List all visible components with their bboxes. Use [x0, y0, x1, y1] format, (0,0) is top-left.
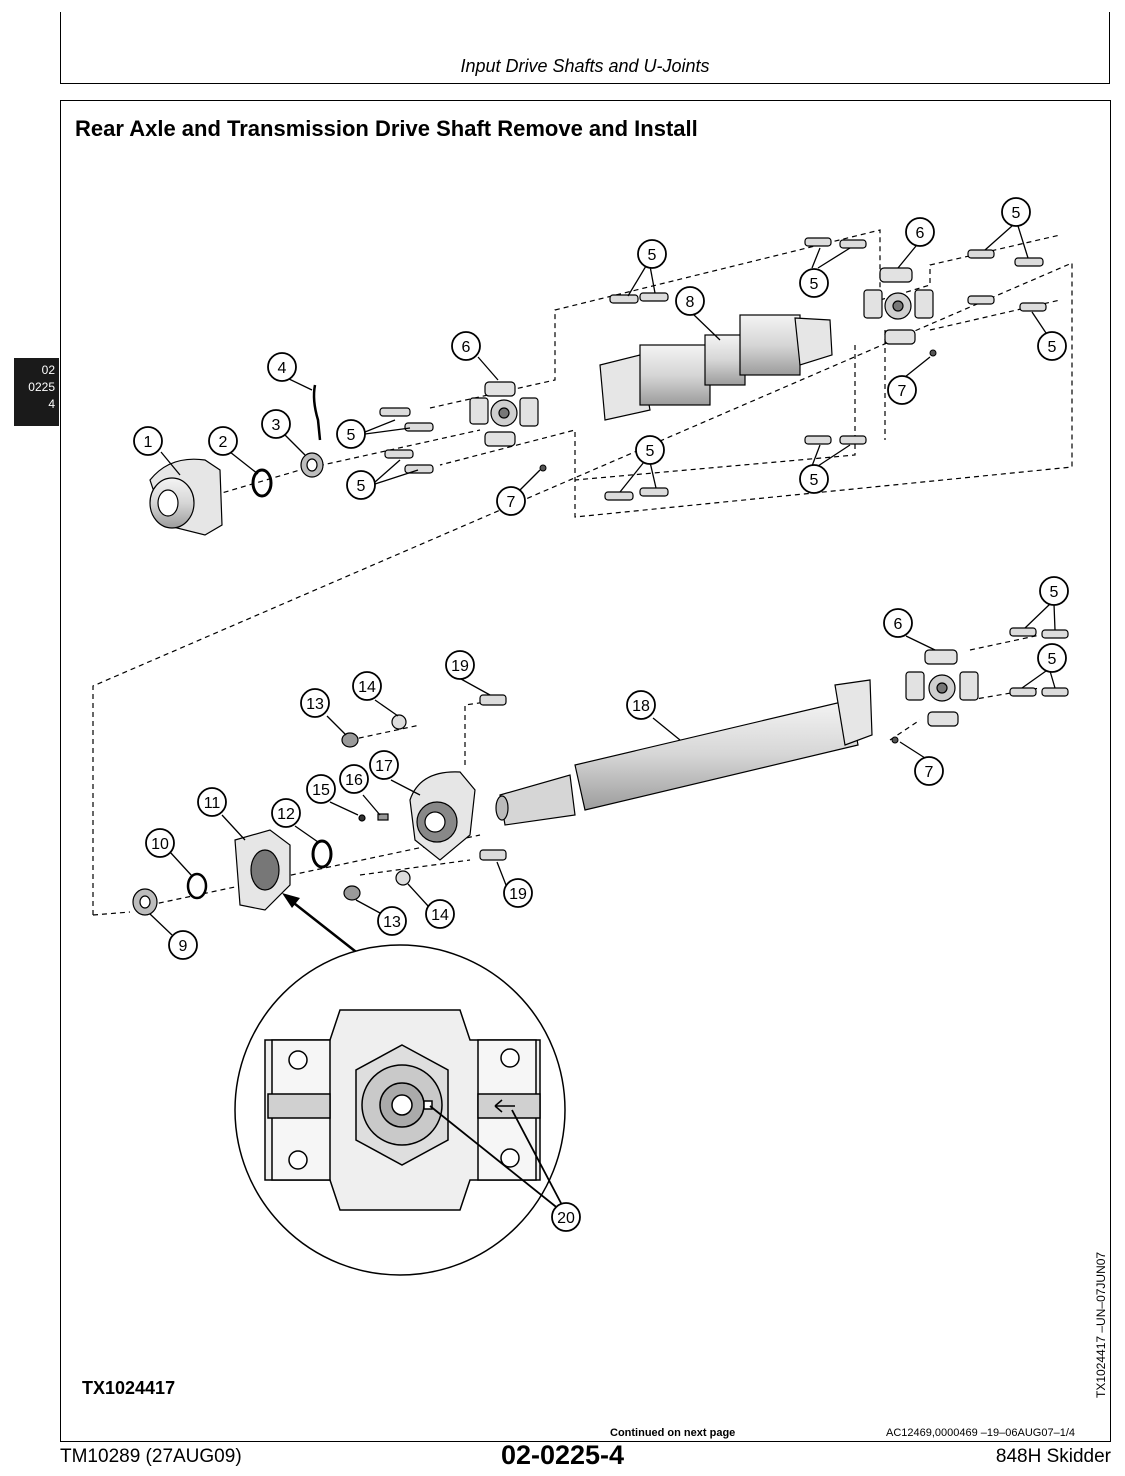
- section-tab: 02 0225 4: [14, 358, 59, 426]
- callout-circles: [133, 197, 1069, 1232]
- figure-side-id: TX1024417 –UN–07JUN07: [1094, 1251, 1108, 1398]
- assembly-dashed-lines: [92, 229, 1073, 916]
- callout-11: 11: [204, 795, 221, 812]
- part-8-drive-shaft: [599, 314, 833, 421]
- callout-14: 14: [358, 679, 376, 696]
- callout-4: 4: [278, 360, 287, 377]
- tab-line-2: 0225: [28, 380, 55, 394]
- callout-6: 6: [894, 616, 903, 633]
- callout-9: 9: [179, 938, 188, 955]
- footer-model: 848H Skidder: [995, 1446, 1111, 1467]
- callout-20: 20: [557, 1210, 575, 1227]
- callout-13: 13: [306, 696, 324, 713]
- part-18-drive-shaft: [495, 679, 873, 826]
- callout-5: 5: [1012, 205, 1021, 222]
- content-frame: [60, 100, 1111, 1442]
- part-2-snap-ring: [251, 468, 273, 498]
- callout-13: 13: [383, 914, 401, 931]
- callout-14: 14: [431, 907, 449, 924]
- callout-19: 19: [509, 886, 527, 903]
- continued-note: Continued on next page: [610, 1427, 736, 1439]
- callout-10: 10: [151, 836, 169, 853]
- tab-line-3: 4: [48, 397, 55, 411]
- detail-arrow: [289, 899, 361, 956]
- callout-5: 5: [646, 443, 655, 460]
- page-header-title: Input Drive Shafts and U-Joints: [460, 56, 710, 76]
- part-1-yoke: [149, 458, 223, 536]
- callout-18: 18: [632, 698, 650, 715]
- section-title: Rear Axle and Transmission Drive Shaft R…: [75, 116, 698, 141]
- document-reference: AC12469,0000469 –19–06AUG07–1/4: [886, 1427, 1075, 1439]
- bolts: [379, 237, 1069, 861]
- part-3-nut: [300, 452, 324, 478]
- callout-5: 5: [810, 276, 819, 293]
- part-6-u-joint-right: [863, 267, 934, 345]
- figure-reference: TX1024417: [82, 1378, 176, 1398]
- tab-line-1: 02: [41, 363, 55, 377]
- footer-manual-id: TM10289 (27AUG09): [60, 1446, 242, 1467]
- part-4-pin: [312, 384, 322, 441]
- part-11-yoke: [234, 829, 291, 911]
- small-hardware: [341, 714, 411, 901]
- callout-19: 19: [451, 658, 469, 675]
- callout-5: 5: [648, 247, 657, 264]
- part-17-center-bearing: [409, 771, 476, 861]
- callout-5: 5: [357, 478, 366, 495]
- callout-7: 7: [898, 383, 907, 400]
- callout-5: 5: [810, 472, 819, 489]
- callout-6: 6: [916, 225, 925, 242]
- part-6-u-joint-left: [469, 381, 539, 447]
- callout-5: 5: [1050, 584, 1059, 601]
- callout-5: 5: [347, 427, 356, 444]
- callout-2: 2: [219, 434, 228, 451]
- callout-17: 17: [375, 758, 393, 775]
- part-10-washer: [186, 872, 208, 900]
- detail-inset: [234, 944, 566, 1276]
- part-9-nut: [132, 888, 158, 916]
- cap-screws-7: [539, 349, 937, 744]
- callout-5: 5: [1048, 651, 1057, 668]
- part-12-snap-ring: [311, 839, 333, 869]
- callout-12: 12: [277, 806, 295, 823]
- part-6-u-joint-lower: [905, 649, 979, 727]
- leader-lines: [149, 225, 1056, 936]
- callout-3: 3: [272, 417, 281, 434]
- callout-numbers: 1 2 3 4 6 5 5 7 5 5 8 5 5 6 5 5 7 5 6 5 …: [144, 205, 1059, 1227]
- callout-1: 1: [144, 434, 153, 451]
- callout-7: 7: [507, 494, 516, 511]
- callout-8: 8: [686, 294, 695, 311]
- callout-7: 7: [925, 764, 934, 781]
- callout-15: 15: [312, 782, 330, 799]
- callout-16: 16: [345, 772, 363, 789]
- footer-page-number: 02-0225-4: [500, 1440, 625, 1470]
- header-frame: [60, 12, 1110, 84]
- callout-5: 5: [1048, 339, 1057, 356]
- callout-6: 6: [462, 339, 471, 356]
